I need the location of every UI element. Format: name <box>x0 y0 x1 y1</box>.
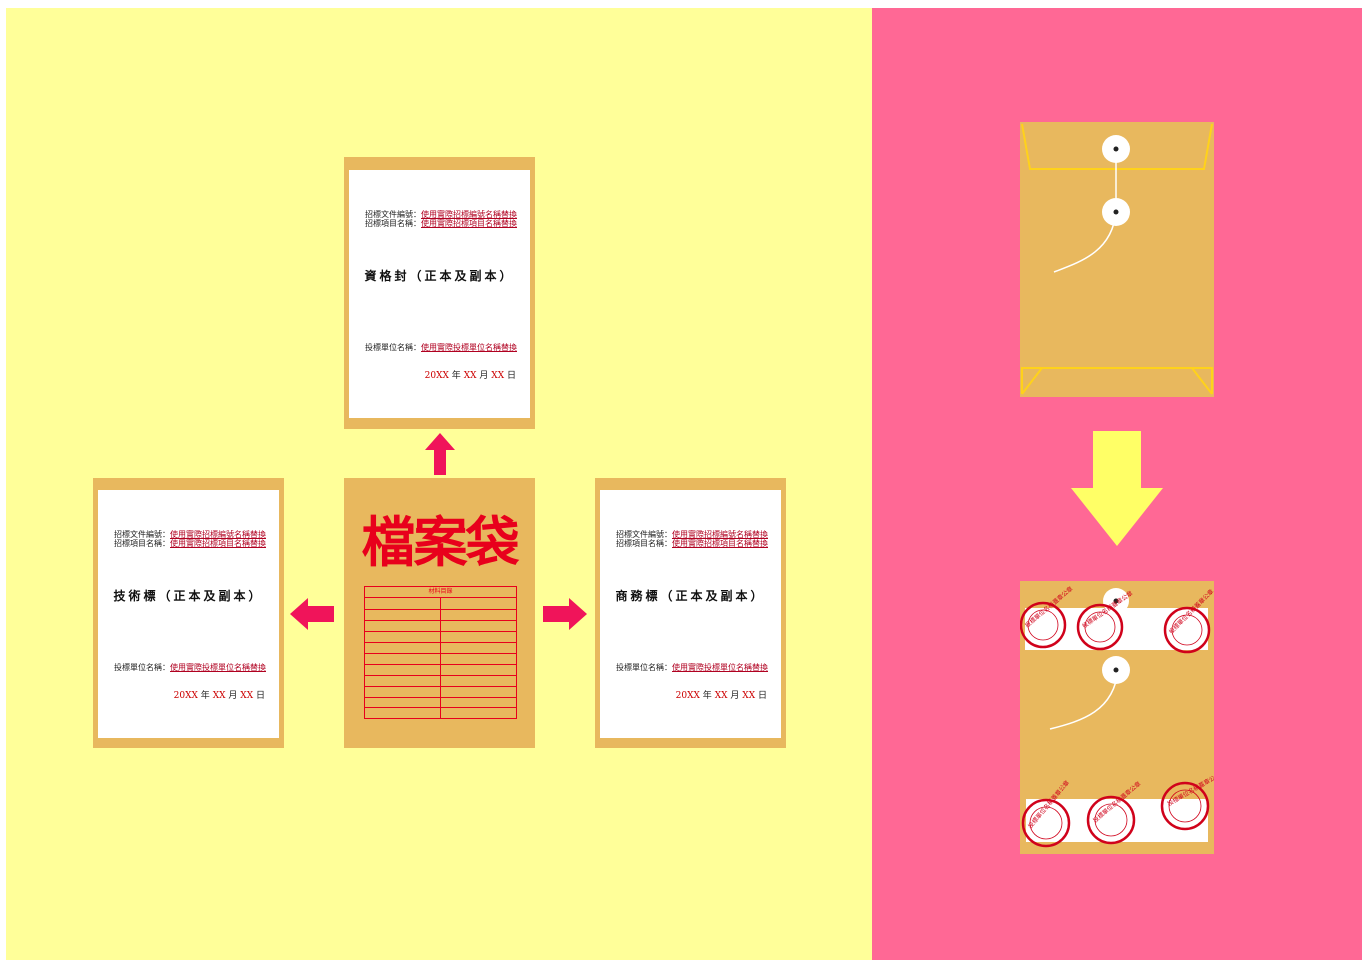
qualification-cover-sheet: 招標文件編號：使用實際招標編號名稱替換 招標項目名稱：使用實際招標項目名稱替換 … <box>349 170 530 418</box>
project-name-line: 招標項目名稱：使用實際招標項目名稱替換 <box>616 539 768 548</box>
cover-title: 資格封（正本及副本） <box>364 269 515 283</box>
seal-icon <box>1076 603 1124 651</box>
bidder-line: 投標單位名稱：使用實際投標單位名稱替換 <box>114 663 266 672</box>
unsealed-envelope <box>1020 122 1214 397</box>
table-row <box>365 631 516 632</box>
qualification-envelope: 招標文件編號：使用實際招標編號名稱替換 招標項目名稱：使用實際招標項目名稱替換 … <box>344 157 535 429</box>
tender-no-line: 招標文件編號：使用實際招標編號名稱替換 <box>616 530 768 539</box>
technical-envelope: 招標文件編號：使用實際招標編號名稱替換 招標項目名稱：使用實際招標項目名稱替換 … <box>93 478 284 748</box>
tender-no-line: 招標文件編號：使用實際招標編號名稱替換 <box>365 210 517 219</box>
seal-icon <box>1163 606 1211 654</box>
seal-icon <box>1020 601 1067 649</box>
cover-title: 技術標（正本及副本） <box>113 589 264 603</box>
date-line: 20XX 年 XX 月 XX 日 <box>675 691 767 701</box>
material-list-header: 材料目錄 <box>365 587 516 598</box>
table-row <box>365 675 516 676</box>
table-row <box>365 707 516 708</box>
bidder-line: 投標單位名稱：使用實際投標單位名稱替換 <box>365 343 517 352</box>
table-column-divider <box>440 598 441 718</box>
sealed-envelope: 投標單位名稱蓋章公章 投標單位名稱蓋章公章 投標單位名稱蓋章公章 投標單位名稱蓋… <box>1020 581 1214 854</box>
seal-icon <box>1021 798 1071 848</box>
table-row <box>365 664 516 665</box>
table-row <box>365 609 516 610</box>
project-name-line: 招標項目名稱：使用實際招標項目名稱替換 <box>114 539 266 548</box>
material-list-table: 材料目錄 <box>364 586 517 719</box>
seal-icon <box>1086 795 1136 845</box>
table-row <box>365 697 516 698</box>
arrow-right-icon <box>543 598 587 630</box>
table-row <box>365 620 516 621</box>
date-line: 20XX 年 XX 月 XX 日 <box>424 371 516 381</box>
file-envelope-title: 檔案袋 <box>361 510 520 574</box>
arrow-down-icon <box>1071 431 1163 546</box>
table-row <box>365 686 516 687</box>
commercial-envelope: 招標文件編號：使用實際招標編號名稱替換 招標項目名稱：使用實際招標項目名稱替換 … <box>595 478 786 748</box>
project-name-line: 招標項目名稱：使用實際招標項目名稱替換 <box>365 219 517 228</box>
bidder-line: 投標單位名稱：使用實際投標單位名稱替換 <box>616 663 768 672</box>
technical-cover-sheet: 招標文件編號：使用實際招標編號名稱替換 招標項目名稱：使用實際招標項目名稱替換 … <box>98 490 279 738</box>
date-line: 20XX 年 XX 月 XX 日 <box>173 691 265 701</box>
arrow-up-icon <box>425 433 455 475</box>
cover-title: 商務標（正本及副本） <box>615 589 766 603</box>
tender-no-line: 招標文件編號：使用實際招標編號名稱替換 <box>114 530 266 539</box>
commercial-cover-sheet: 招標文件編號：使用實際招標編號名稱替換 招標項目名稱：使用實際招標項目名稱替換 … <box>600 490 781 738</box>
table-row <box>365 653 516 654</box>
table-row <box>365 642 516 643</box>
arrow-left-icon <box>290 598 334 630</box>
file-envelope: 檔案袋 材料目錄 <box>344 478 535 748</box>
seal-icon <box>1160 781 1210 831</box>
